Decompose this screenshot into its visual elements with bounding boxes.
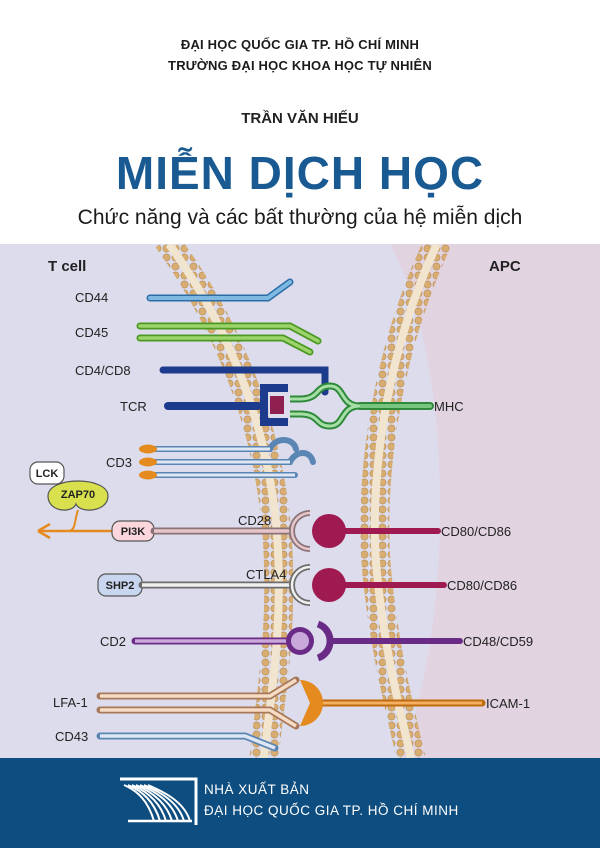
cd45-label: CD45 <box>75 325 108 340</box>
pi3k-signal: PI3K <box>37 509 155 542</box>
icam1-label: ICAM-1 <box>486 696 530 711</box>
ctla4-molecule <box>138 564 311 606</box>
apc-label: APC <box>489 258 521 275</box>
cd80-molecule-2 <box>312 568 447 602</box>
cd80-label-2: CD80/CD86 <box>447 578 517 593</box>
mhc-molecule <box>290 382 434 430</box>
cd80-molecule-1 <box>312 514 441 548</box>
lfa1-molecule <box>96 676 300 730</box>
cd3-complex <box>139 437 316 480</box>
cd48-label: CD48/CD59 <box>463 634 533 649</box>
lck-label: LCK <box>36 468 59 480</box>
ctla4-label: CTLA4 <box>246 567 286 582</box>
cd48-molecule <box>316 620 463 662</box>
zap70-label: ZAP70 <box>61 489 95 501</box>
tcell-label: T cell <box>48 258 86 275</box>
author-name: TRẦN VĂN HIẾU <box>241 110 359 127</box>
pi3k-label: PI3K <box>121 526 146 538</box>
cd28-label: CD28 <box>238 513 271 528</box>
cd43-label: CD43 <box>55 729 88 744</box>
tcr-molecule <box>164 384 288 426</box>
publisher-logo-icon <box>118 771 198 833</box>
cover-header: ĐẠI HỌC QUỐC GIA TP. HỒ CHÍ MINH TRƯỜNG … <box>0 0 600 244</box>
zap70-badge: ZAP70 <box>47 480 109 511</box>
cd2-label: CD2 <box>100 634 126 649</box>
cd44-molecule <box>146 278 294 302</box>
cd2-molecule <box>131 627 314 655</box>
lck-badge: LCK <box>29 461 65 485</box>
cd28-molecule <box>150 510 311 552</box>
publisher-line-1: NHÀ XUẤT BẢN <box>204 782 310 797</box>
mhc-label: MHC <box>434 399 464 414</box>
cd43-molecule <box>96 732 279 752</box>
university-name: ĐẠI HỌC QUỐC GIA TP. HỒ CHÍ MINH <box>180 37 420 52</box>
diagram-svg: T cell APC CD44 CD45 CD4/CD8 <box>0 240 600 760</box>
icam1-molecule <box>300 680 486 726</box>
apc-background <box>390 244 600 758</box>
cd45-molecule <box>136 322 322 356</box>
cd3-label: CD3 <box>106 455 132 470</box>
cd4cd8-label: CD4/CD8 <box>75 363 131 378</box>
cd80-label-1: CD80/CD86 <box>441 524 511 539</box>
cd44-label: CD44 <box>75 290 108 305</box>
lfa1-label: LFA-1 <box>53 695 88 710</box>
book-title: MIỄN DỊCH HỌC <box>115 147 485 199</box>
publisher-footer: NHÀ XUẤT BẢN ĐẠI HỌC QUỐC GIA TP. HỒ CHÍ… <box>0 758 600 848</box>
school-name: TRƯỜNG ĐẠI HỌC KHOA HỌC TỰ NHIÊN <box>168 58 432 73</box>
book-subtitle: Chức năng và các bất thường của hệ miễn … <box>77 206 523 229</box>
shp2-badge: SHP2 <box>97 573 143 597</box>
immune-synapse-diagram: T cell APC CD44 CD45 CD4/CD8 <box>0 240 600 760</box>
shp2-label: SHP2 <box>106 580 135 592</box>
publisher-line-2: ĐẠI HỌC QUỐC GIA TP. HỒ CHÍ MINH <box>204 803 459 818</box>
tcr-label: TCR <box>120 399 147 414</box>
